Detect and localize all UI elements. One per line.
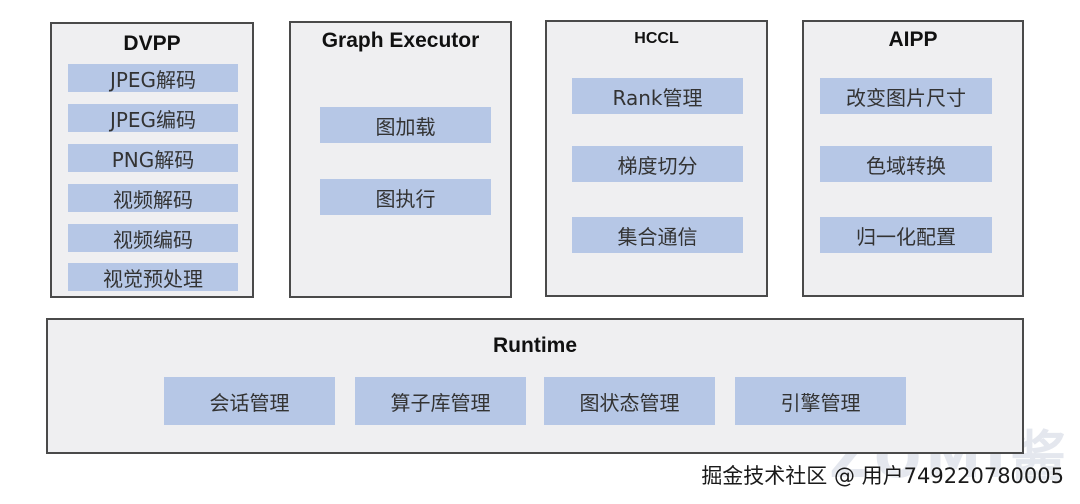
runtime-item: 算子库管理 <box>355 377 526 425</box>
dvpp-item: JPEG编码 <box>68 104 238 132</box>
graph-executor-item: 图加载 <box>320 107 491 143</box>
hccl-module: HCCL Rank管理 梯度切分 集合通信 <box>545 20 768 297</box>
aipp-item: 色域转换 <box>820 146 992 182</box>
aipp-item: 改变图片尺寸 <box>820 78 992 114</box>
graph-executor-module: Graph Executor 图加载 图执行 <box>289 21 512 298</box>
site-watermark: 掘金技术社区 @ 用户749220780005 <box>701 464 1064 488</box>
hccl-item: 梯度切分 <box>572 146 743 182</box>
hccl-item: 集合通信 <box>572 217 743 253</box>
aipp-module: AIPP 改变图片尺寸 色域转换 归一化配置 <box>802 20 1024 297</box>
graph-executor-item: 图执行 <box>320 179 491 215</box>
dvpp-item: JPEG解码 <box>68 64 238 92</box>
dvpp-item: 视觉预处理 <box>68 263 238 291</box>
dvpp-item: 视频解码 <box>68 184 238 212</box>
dvpp-title: DVPP <box>123 32 181 55</box>
runtime-item: 图状态管理 <box>544 377 715 425</box>
aipp-item: 归一化配置 <box>820 217 992 253</box>
dvpp-module: DVPP JPEG解码 JPEG编码 PNG解码 视频解码 视频编码 视觉预处理 <box>50 22 254 298</box>
runtime-module: Runtime 会话管理 算子库管理 图状态管理 引擎管理 <box>46 318 1024 454</box>
hccl-title: HCCL <box>634 30 679 47</box>
runtime-item: 引擎管理 <box>735 377 906 425</box>
runtime-title: Runtime <box>493 334 577 357</box>
hccl-item: Rank管理 <box>572 78 743 114</box>
dvpp-item: 视频编码 <box>68 224 238 252</box>
runtime-item: 会话管理 <box>164 377 335 425</box>
graph-executor-title: Graph Executor <box>321 29 480 52</box>
dvpp-item: PNG解码 <box>68 144 238 172</box>
aipp-title: AIPP <box>888 28 938 51</box>
